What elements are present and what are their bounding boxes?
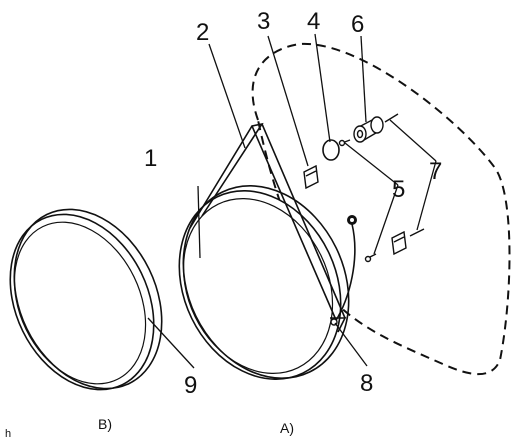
mirror-b-ring <box>9 208 163 391</box>
view-b-caption: B) <box>98 416 112 432</box>
mirror-a-assembly <box>178 185 350 380</box>
part-number-3: 3 <box>257 8 270 35</box>
view-a-caption: A) <box>280 420 294 436</box>
cover-cap <box>322 139 340 161</box>
screws <box>338 113 425 263</box>
part-number-5: 5 <box>392 176 405 203</box>
part-number-9: 9 <box>184 372 197 399</box>
power-cable <box>334 223 356 323</box>
hanging-strap <box>189 122 347 333</box>
part-number-7: 7 <box>429 158 442 185</box>
cable-grommet-hole <box>350 218 354 222</box>
part-number-8: 8 <box>360 370 373 397</box>
wall-anchor <box>353 116 384 143</box>
wall-bracket-upper <box>303 164 319 190</box>
part-number-6: 6 <box>351 11 364 38</box>
part-number-1: 1 <box>144 145 157 172</box>
part-number-2: 2 <box>196 19 209 46</box>
leader-lines <box>147 33 437 369</box>
wall-bracket-lower <box>391 230 407 256</box>
part-number-4: 4 <box>307 8 320 35</box>
corner-text-fragment: h <box>5 428 11 440</box>
